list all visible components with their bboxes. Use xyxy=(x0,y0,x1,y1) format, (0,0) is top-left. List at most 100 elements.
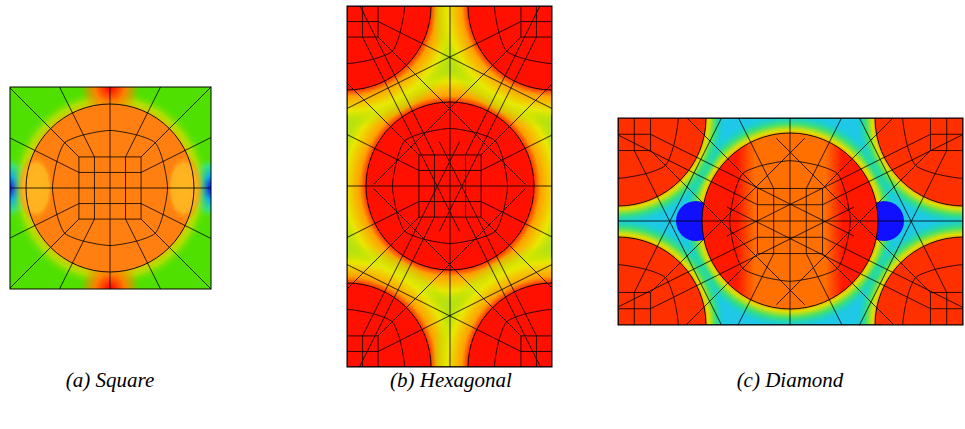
mesh-line xyxy=(680,180,804,304)
mesh-line xyxy=(521,21,552,22)
mesh-line xyxy=(618,260,711,325)
mesh xyxy=(618,118,963,325)
mesh-line xyxy=(509,245,552,364)
cell-border xyxy=(618,118,963,325)
mesh-line xyxy=(374,65,493,184)
mesh-line xyxy=(194,188,211,189)
mesh-line xyxy=(634,292,635,325)
fiber-outline xyxy=(347,283,431,367)
diamond-cell xyxy=(618,118,963,325)
mesh-line xyxy=(790,309,791,325)
mesh-ring xyxy=(618,118,678,178)
mesh-line xyxy=(930,308,963,309)
fiber-outline xyxy=(875,118,963,206)
mesh-line xyxy=(869,118,963,182)
mesh-ring xyxy=(494,6,552,64)
mesh-line xyxy=(845,197,924,325)
mesh-line xyxy=(385,81,460,231)
fiber-outline xyxy=(618,118,706,206)
fiber-outline xyxy=(468,283,552,367)
mesh-line xyxy=(439,81,514,231)
fiber-outline xyxy=(366,102,534,270)
mesh-line xyxy=(347,21,378,22)
mesh-line xyxy=(148,263,211,289)
mesh-line xyxy=(618,134,651,135)
mesh-line xyxy=(79,203,141,204)
mesh-line xyxy=(148,87,211,113)
mesh-line xyxy=(829,118,908,142)
mesh-line xyxy=(347,224,375,299)
mesh-line xyxy=(776,180,900,304)
fiber-outline xyxy=(468,6,552,90)
mesh-line xyxy=(680,138,804,262)
mesh-line xyxy=(347,73,375,148)
mesh-line xyxy=(672,300,751,325)
mesh-line xyxy=(406,65,525,184)
mesh-line xyxy=(450,6,451,102)
mesh-ring xyxy=(52,130,167,245)
mesh-line xyxy=(930,134,963,135)
mesh xyxy=(347,6,552,367)
fiber-outline xyxy=(875,237,963,325)
mesh-line xyxy=(10,87,51,129)
mesh-line xyxy=(169,87,211,129)
mesh-line xyxy=(10,188,26,189)
mesh-line xyxy=(521,351,552,352)
mesh-line xyxy=(869,260,963,325)
mesh-line xyxy=(439,142,514,292)
mesh-line xyxy=(185,87,211,150)
mesh-line xyxy=(757,237,822,238)
mesh-line xyxy=(525,224,552,299)
panel-caption: (a) Square xyxy=(66,368,154,393)
mesh-line xyxy=(10,87,35,150)
mesh-ring xyxy=(392,128,507,243)
fiber-outline xyxy=(347,6,431,90)
mesh-line xyxy=(618,221,702,222)
mesh-line xyxy=(374,189,493,308)
mesh-line xyxy=(169,247,211,289)
mesh-line xyxy=(125,157,126,219)
mesh-line xyxy=(110,272,111,289)
mesh-line xyxy=(10,247,51,289)
mesh-line xyxy=(347,254,477,329)
mesh-line xyxy=(829,300,908,325)
mesh xyxy=(10,87,211,289)
mesh-line xyxy=(727,157,884,236)
mesh-line xyxy=(657,118,736,246)
mesh-line xyxy=(727,207,884,286)
mesh-line xyxy=(790,118,791,133)
cell-border xyxy=(10,87,211,289)
mesh-ring xyxy=(903,118,963,178)
panel-caption: (b) Hexagonal xyxy=(390,368,512,393)
mesh-line xyxy=(347,186,366,187)
mesh-line xyxy=(10,87,72,113)
mesh-line xyxy=(419,201,481,202)
mesh-line xyxy=(110,87,111,104)
mesh-line xyxy=(406,189,525,308)
mesh-line xyxy=(362,336,363,367)
mesh-line xyxy=(525,73,552,148)
mesh-line xyxy=(852,283,963,325)
mesh-line xyxy=(776,138,900,262)
mesh-line xyxy=(422,44,552,119)
mesh-line xyxy=(422,254,552,329)
mesh-line xyxy=(534,186,552,187)
mesh-line xyxy=(347,8,391,127)
mesh-ring xyxy=(618,265,678,325)
mesh-ring xyxy=(730,161,851,282)
mesh-line xyxy=(806,188,807,253)
mesh-line xyxy=(185,226,211,289)
mesh-ring xyxy=(903,265,963,325)
mesh-line xyxy=(757,221,822,222)
mesh-line xyxy=(10,226,35,289)
fiber-outline xyxy=(702,133,878,309)
mesh-line xyxy=(465,155,466,217)
mesh-line xyxy=(347,44,477,119)
fiber-outline xyxy=(26,104,194,272)
mesh-line xyxy=(509,8,552,127)
mesh-line xyxy=(618,118,711,182)
mesh-line xyxy=(347,245,391,364)
mesh-line xyxy=(450,270,451,367)
mesh-line xyxy=(419,186,481,187)
